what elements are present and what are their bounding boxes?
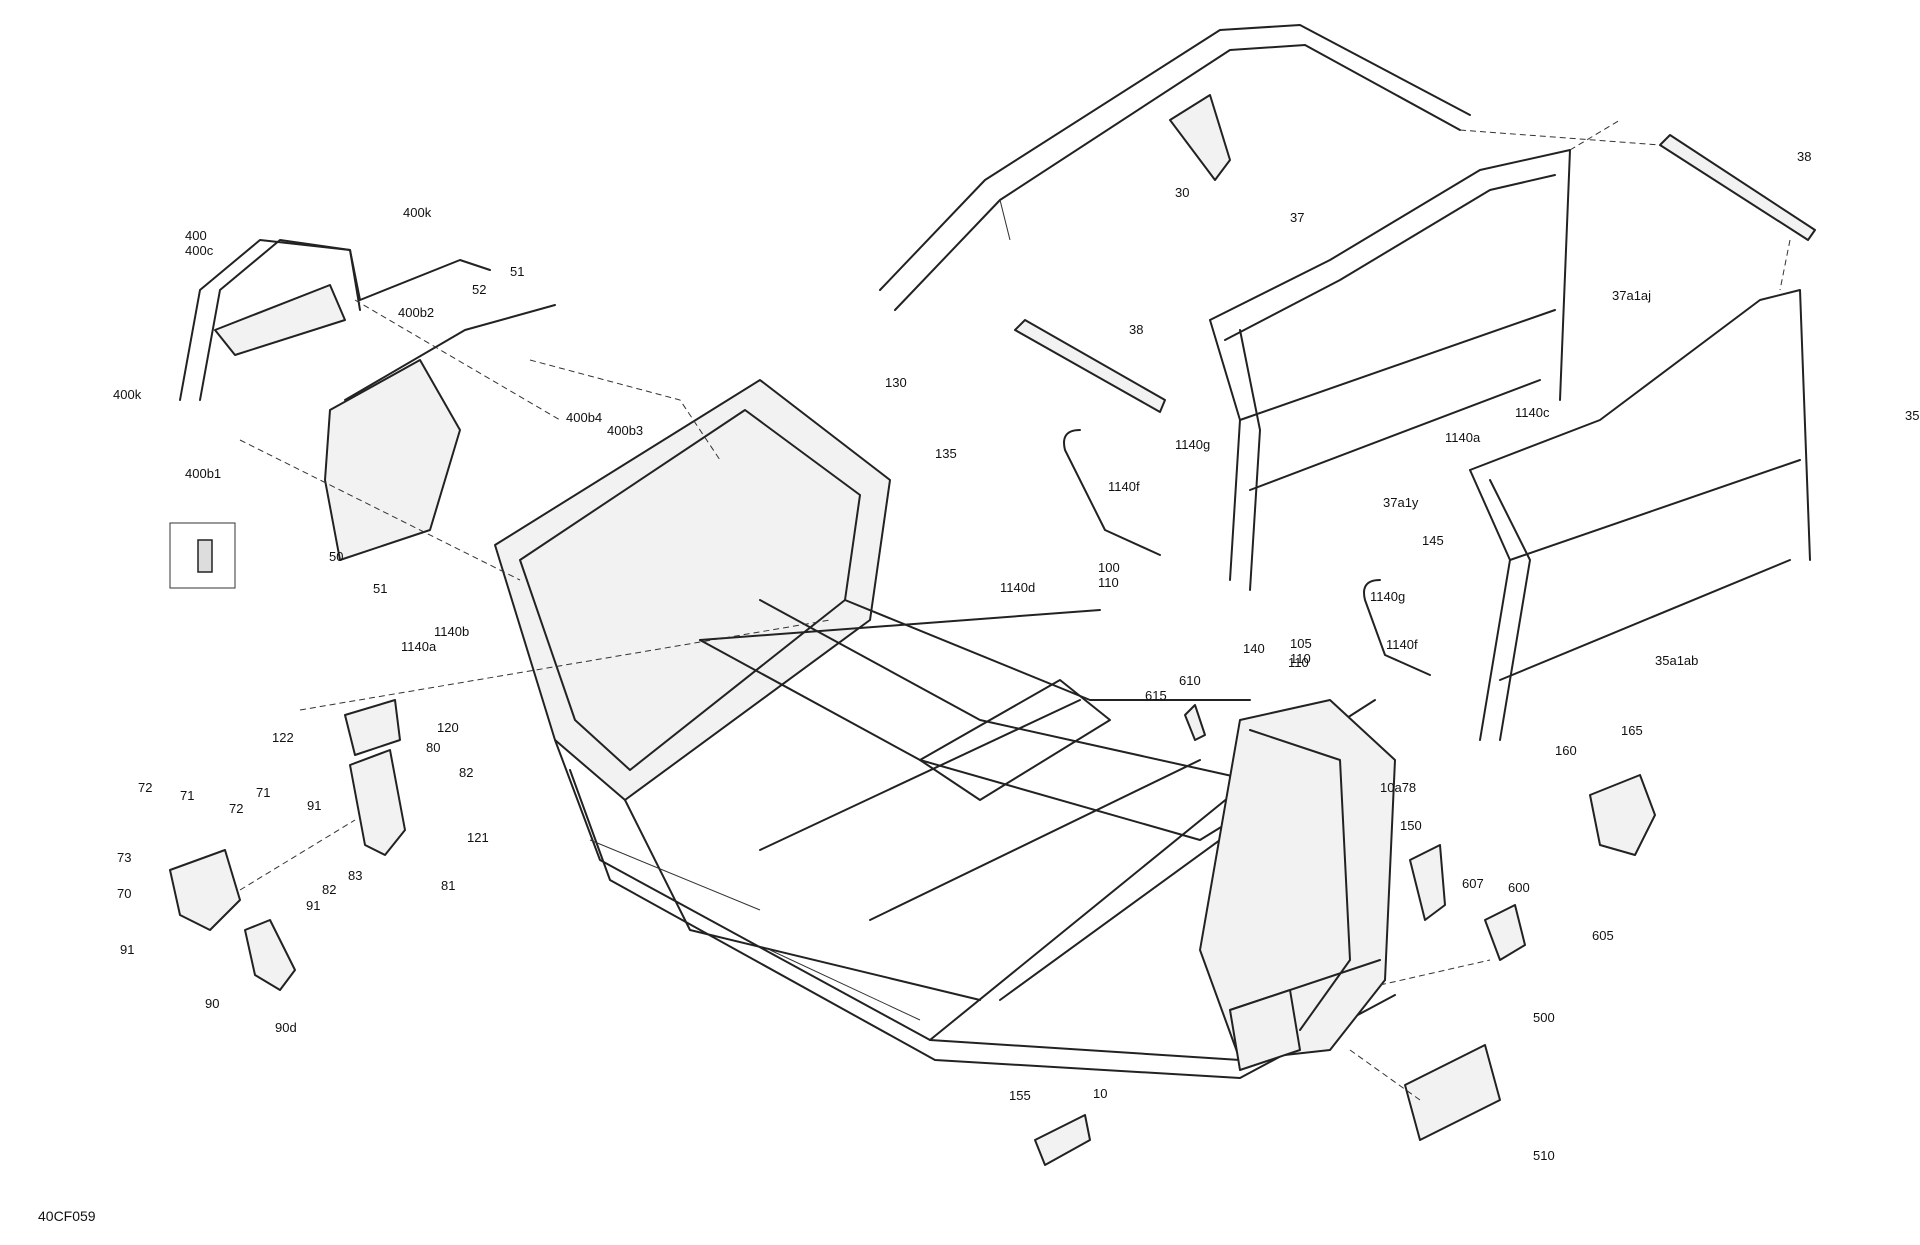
- callout-label: 110: [1288, 655, 1309, 670]
- callout-label: 35a1ab: [1655, 653, 1698, 668]
- callout-label: 91: [120, 942, 134, 957]
- callout-label: 400k: [113, 387, 142, 402]
- callout-label: 80: [426, 740, 440, 755]
- callout-label: 70: [117, 886, 131, 901]
- right-side-parts: [1034, 704, 1656, 1166]
- callout-label: 1140d: [1000, 580, 1035, 595]
- callout-label: 110: [1290, 651, 1311, 666]
- callout-label: 10a78: [1380, 780, 1416, 795]
- callout-label: 37: [1290, 210, 1304, 225]
- main-chassis-frame: [494, 379, 1396, 1079]
- callout-label: 37a1y: [1383, 495, 1419, 510]
- callout-label: 110: [1098, 575, 1119, 590]
- callout-label: 1140g: [1175, 437, 1210, 452]
- callout-label: 82: [459, 765, 473, 780]
- left-bracket-assembly: [169, 619, 831, 991]
- inset-box-400b: [169, 522, 236, 589]
- callout-label: 400b4: [566, 410, 602, 425]
- callout-label: 160: [1555, 743, 1577, 758]
- callout-label: 135: [935, 446, 957, 461]
- callout-label: 71: [256, 785, 270, 800]
- rollover-cage: [879, 24, 1816, 741]
- callout-label: 90: [205, 996, 219, 1011]
- callout-label: 51: [373, 581, 387, 596]
- callout-label: 1140f: [1108, 479, 1140, 494]
- callout-label: 155: [1009, 1088, 1031, 1103]
- callout-label: 71: [180, 788, 194, 803]
- callout-label: 91: [307, 798, 321, 813]
- callout-label: 1140c: [1515, 405, 1550, 420]
- callout-label: 52: [472, 282, 486, 297]
- callout-label: 105: [1290, 636, 1312, 651]
- callout-label: 1140g: [1370, 589, 1405, 604]
- callout-label: 500: [1533, 1010, 1555, 1025]
- callout-label: 1140b: [434, 624, 469, 639]
- callout-label: 81: [441, 878, 455, 893]
- callout-label: 122: [272, 730, 294, 745]
- callout-label: 1140a: [401, 639, 437, 654]
- front-bumper-assembly: [179, 239, 721, 581]
- callout-label: 400k: [403, 205, 432, 220]
- callout-label: 30: [1175, 185, 1189, 200]
- callout-label: 83: [348, 868, 362, 883]
- callout-label: 1140f: [1386, 637, 1418, 652]
- callout-label: 165: [1621, 723, 1643, 738]
- callout-label: 400c: [185, 243, 214, 258]
- callout-label: 400b1: [185, 466, 221, 481]
- callout-label: 90d: [275, 1020, 297, 1035]
- callout-label: 130: [885, 375, 907, 390]
- callout-label: 400b2: [398, 305, 434, 320]
- callout-label: 82: [322, 882, 336, 897]
- callout-label: 145: [1422, 533, 1444, 548]
- callout-label: 38: [1797, 149, 1811, 164]
- callout-label: 1140a: [1445, 430, 1481, 445]
- callout-label: 100: [1098, 560, 1120, 575]
- callout-label: 38: [1129, 322, 1143, 337]
- callout-label: 35: [1905, 408, 1919, 423]
- callout-label: 10: [1093, 1086, 1107, 1101]
- callout-label: 50: [329, 549, 343, 564]
- callout-label: 600: [1508, 880, 1530, 895]
- callout-label: 510: [1533, 1148, 1555, 1163]
- document-code: 40CF059: [38, 1208, 96, 1224]
- callout-label: 73: [117, 850, 131, 865]
- callout-label: 400b3: [607, 423, 643, 438]
- callout-label: 121: [467, 830, 489, 845]
- callout-label: 51: [510, 264, 524, 279]
- callout-label: 37a1aj: [1612, 288, 1651, 303]
- callout-label: 400: [185, 228, 207, 243]
- callout-label: 72: [229, 801, 243, 816]
- callout-label: 72: [138, 780, 152, 795]
- callout-label: 607: [1462, 876, 1484, 891]
- callout-label: 610: [1179, 673, 1201, 688]
- callout-label: 615: [1145, 688, 1167, 703]
- callout-label: 91: [306, 898, 320, 913]
- callout-label: 150: [1400, 818, 1422, 833]
- callout-label: 120: [437, 720, 459, 735]
- callout-label: 140: [1243, 641, 1265, 656]
- callout-labels: 10 10a78 30 35 35a1ab 37 37a1aj 37a1y 38…: [113, 149, 1919, 1163]
- callout-label: 605: [1592, 928, 1614, 943]
